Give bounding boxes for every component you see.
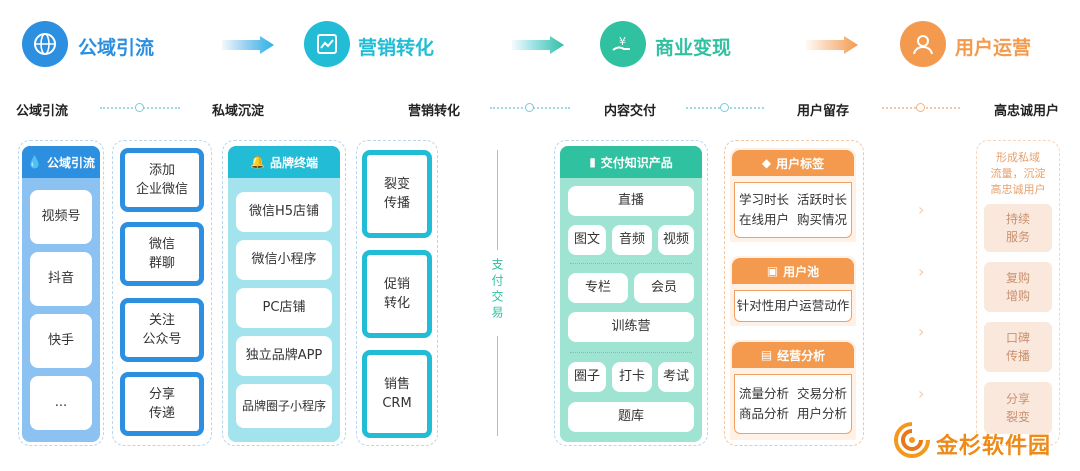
channel-item[interactable]: 视频号 (30, 190, 92, 244)
marketing-column (356, 140, 438, 446)
private-traffic-column (112, 140, 212, 446)
chevron-right-icon: › (918, 384, 925, 403)
stage-title-monetize: 商业变现 (655, 37, 732, 59)
watermark-logo-icon (892, 420, 932, 460)
product-item[interactable]: 训练营 (568, 312, 694, 342)
stage-title-user-ops: 用户运营 (955, 37, 1032, 59)
loyal-item[interactable]: 分享 裂变 (984, 382, 1052, 434)
loyal-intro: 形成私域 流量，沉淀 高忠诚用户 (990, 151, 1046, 196)
flow-node (135, 103, 144, 112)
flow-label: 私域沉淀 (212, 104, 265, 119)
product-item[interactable]: 图文 (568, 225, 606, 255)
money-hand-icon: ¥ (600, 21, 646, 67)
brand-item[interactable]: 微信H5店铺 (236, 192, 332, 232)
product-item[interactable]: 打卡 (612, 362, 652, 392)
divider (570, 263, 692, 264)
loyal-user-column (976, 140, 1060, 446)
flow-label: 用户留存 (797, 104, 850, 119)
stage-title-public: 公域引流 (78, 37, 155, 59)
analysis-icon: ▤ (760, 348, 773, 362)
private-item[interactable]: 微信 群聊 (120, 222, 204, 286)
arrow-right-icon (806, 36, 858, 54)
analysis-box[interactable]: 流量分析 交易分析 商品分析 用户分析 (734, 374, 852, 434)
payment-label: 支付交易 (490, 258, 504, 322)
flow-label: 内容交付 (604, 104, 657, 119)
chart-icon (304, 21, 350, 67)
public-traffic-column (18, 140, 104, 446)
private-item[interactable]: 关注 公众号 (120, 298, 204, 362)
divider (570, 352, 692, 353)
flow-node (525, 103, 534, 112)
payment-divider (497, 336, 498, 436)
brand-item[interactable]: PC店铺 (236, 288, 332, 328)
brand-terminal-column (222, 140, 346, 446)
product-item[interactable]: 圈子 (568, 362, 606, 392)
brand-terminal-header: 🔔品牌终端 (228, 146, 340, 178)
product-item[interactable]: 专栏 (568, 273, 628, 303)
channel-item[interactable]: 快手 (30, 314, 92, 368)
document-icon: ▮ (589, 155, 596, 169)
product-item[interactable]: 音频 (612, 225, 652, 255)
flow-label: 高忠诚用户 (994, 104, 1060, 119)
marketing-item[interactable]: 促销 转化 (362, 250, 432, 338)
public-traffic-header: 💧公域引流 (22, 146, 100, 178)
user-tags-box[interactable]: 学习时长 活跃时长 在线用户 购买情况 (734, 182, 852, 238)
delivery-header: ▮交付知识产品 (560, 146, 702, 178)
flow-label: 营销转化 (408, 104, 461, 119)
product-item[interactable]: 直播 (568, 186, 694, 216)
private-item[interactable]: 添加 企业微信 (120, 148, 204, 212)
channel-item[interactable]: ... (30, 376, 92, 430)
brand-item[interactable]: 品牌圈子小程序 (236, 384, 332, 428)
flow-label: 公域引流 (16, 104, 69, 119)
bell-icon: 🔔 (250, 155, 265, 169)
brand-item[interactable]: 微信小程序 (236, 240, 332, 280)
arrow-right-icon (512, 36, 564, 54)
channel-item[interactable]: 抖音 (30, 252, 92, 306)
arrow-right-icon (222, 36, 274, 54)
pool-icon: ▣ (766, 264, 779, 278)
user-pool-box[interactable]: 针对性用户运营动作 (734, 290, 852, 322)
flow-node (916, 103, 925, 112)
tag-icon: ◆ (761, 156, 772, 170)
payment-divider (497, 150, 498, 250)
product-item[interactable]: 会员 (634, 273, 694, 303)
loyal-item[interactable]: 口碑 传播 (984, 322, 1052, 372)
marketing-item[interactable]: 销售 CRM (362, 350, 432, 438)
user-pool-header: ▣用户池 (732, 258, 854, 284)
svg-text:¥: ¥ (619, 35, 626, 48)
watermark-text: 金杉软件园 (936, 434, 1052, 459)
globe-icon (22, 21, 68, 67)
private-item[interactable]: 分享 传递 (120, 372, 204, 436)
chevron-right-icon: › (918, 200, 925, 219)
product-item[interactable]: 考试 (658, 362, 694, 392)
user-retention-column (724, 140, 864, 446)
product-item[interactable]: 视频 (658, 225, 694, 255)
user-icon (900, 21, 946, 67)
loyal-item[interactable]: 持续 服务 (984, 204, 1052, 252)
marketing-item[interactable]: 裂变 传播 (362, 150, 432, 238)
delivery-column (554, 140, 708, 446)
flow-node (720, 103, 729, 112)
loyal-item[interactable]: 复购 增购 (984, 262, 1052, 312)
chevron-right-icon: › (918, 322, 925, 341)
user-tags-header: ◆用户标签 (732, 150, 854, 176)
product-item[interactable]: 题库 (568, 402, 694, 432)
chevron-right-icon: › (918, 262, 925, 281)
analysis-header: ▤经营分析 (732, 342, 854, 368)
brand-item[interactable]: 独立品牌APP (236, 336, 332, 376)
drop-icon: 💧 (27, 155, 42, 169)
stage-title-marketing: 营销转化 (358, 37, 435, 59)
